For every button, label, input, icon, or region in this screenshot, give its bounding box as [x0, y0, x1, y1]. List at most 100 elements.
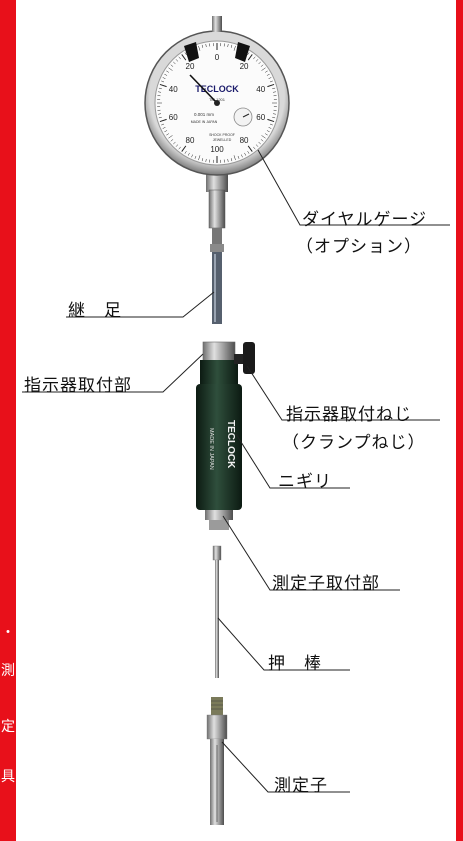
grip-bottom-ring — [205, 510, 233, 520]
label-indicator-mount: 指示器取付部 — [24, 376, 132, 396]
gauge-tick — [191, 154, 193, 158]
gauge-tick — [269, 80, 273, 83]
gauge-tick — [201, 158, 204, 162]
gauge-tick — [247, 54, 253, 61]
clamp-screw-shaft — [234, 354, 244, 364]
gauge-tick — [198, 45, 201, 51]
gauge-tick — [159, 118, 167, 123]
gauge-tick — [178, 56, 181, 60]
gauge-shockproof: SHOCK PROOF — [209, 133, 235, 137]
gauge-tick — [173, 61, 176, 65]
gauge-tick — [264, 133, 268, 136]
label-probe: 測定子 — [274, 776, 328, 796]
grip-body — [196, 384, 242, 510]
gauge-ticks — [157, 43, 277, 163]
gauge-tick — [205, 158, 207, 162]
gauge-tick — [233, 45, 236, 51]
gauge-tick — [230, 158, 233, 162]
gauge-jewelled: JEWELLED — [213, 138, 232, 142]
gauge-tick — [168, 135, 173, 139]
gauge-tick — [258, 61, 261, 65]
gauge-tick — [164, 73, 168, 76]
revolution-hand — [242, 113, 250, 118]
gauge-tick — [227, 158, 229, 162]
gauge-number: 100 — [210, 145, 224, 154]
gauge-tick — [266, 73, 270, 76]
gauge-tick — [268, 77, 272, 79]
leader-lines — [22, 149, 450, 793]
push-rod — [212, 545, 222, 678]
gauge-tick — [158, 113, 162, 115]
tolerance-marker-right — [235, 42, 250, 62]
gauge-tick — [272, 87, 276, 90]
gauge-tick — [258, 141, 261, 145]
probe-mount-collar — [209, 520, 229, 530]
gauge-tick — [247, 52, 250, 56]
gauge-pivot — [214, 100, 220, 106]
extension-rod-collar — [210, 244, 224, 252]
gauge-tick — [260, 64, 264, 67]
gauge-tick — [161, 80, 165, 83]
gauge-tick — [227, 44, 229, 48]
extension-rod-body — [212, 252, 222, 324]
probe-body — [206, 714, 228, 740]
side-strip-char-4: 具 — [1, 769, 15, 785]
gauge-brand: TECLOCK — [195, 84, 239, 94]
label-dial-gauge-option: （オプション） — [296, 237, 422, 257]
gauge-holder: TECLOCK MADE IN JAPAN — [196, 341, 255, 530]
label-probe-mount: 測定子取付部 — [272, 574, 380, 594]
gauge-tick — [170, 64, 174, 67]
side-strip-char-2: 測 — [1, 663, 15, 679]
gauge-tick — [173, 141, 176, 145]
push-rod-shaft — [215, 560, 219, 678]
gauge-number: 80 — [240, 136, 249, 145]
gauge-tick — [201, 44, 204, 48]
tolerance-marker-left — [184, 42, 199, 62]
gauge-tick — [168, 67, 173, 71]
gauge-tick — [230, 44, 233, 48]
gauge-tick — [261, 67, 266, 71]
gauge-tick — [161, 123, 165, 126]
grip-origin: MADE IN JAPAN — [208, 428, 214, 470]
gauge-tick — [166, 70, 170, 73]
gauge-tick — [184, 150, 187, 154]
gauge-tick — [241, 154, 243, 158]
extension-rod — [210, 244, 224, 324]
gauge-tick — [255, 59, 259, 62]
gauge-tick — [272, 91, 276, 93]
gauge-tick — [264, 70, 268, 73]
label-push-rod: 押 棒 — [268, 654, 322, 674]
label-clamp-screw: （クランプねじ） — [282, 433, 426, 453]
gauge-model: TM-1201 — [209, 97, 226, 102]
gauge-tick — [266, 130, 270, 133]
gauge-tick — [268, 127, 272, 129]
gauge-tick — [272, 113, 276, 115]
gauge-tick — [253, 146, 256, 150]
gauge-tick — [267, 118, 275, 123]
gauge-tick — [166, 133, 170, 136]
gauge-number: 40 — [169, 85, 178, 94]
gauge-number: 60 — [169, 113, 178, 122]
gauge-tick — [158, 91, 162, 93]
probe-thread — [211, 697, 223, 715]
label-dial-gauge: ダイヤルゲージ — [302, 210, 428, 230]
gauge-tick — [198, 155, 201, 161]
gauge-tick — [267, 83, 275, 88]
gauge-number: 20 — [186, 62, 195, 71]
gauge-tick — [261, 135, 266, 139]
gauge-number: 60 — [256, 113, 265, 122]
gauge-tick — [181, 54, 187, 61]
gauge-tick — [187, 152, 190, 156]
extension-rod-highlight — [214, 254, 216, 322]
gauge-tick — [253, 56, 256, 60]
gauge-tick — [269, 123, 273, 126]
gauge-tick — [184, 52, 187, 56]
gauge-tick — [175, 144, 179, 147]
gauge-tick — [247, 150, 250, 154]
label-grip: ニギリ — [278, 472, 332, 492]
gauge-tick — [158, 87, 162, 90]
gauge-tick — [233, 155, 236, 161]
gauge-tick — [162, 77, 166, 79]
